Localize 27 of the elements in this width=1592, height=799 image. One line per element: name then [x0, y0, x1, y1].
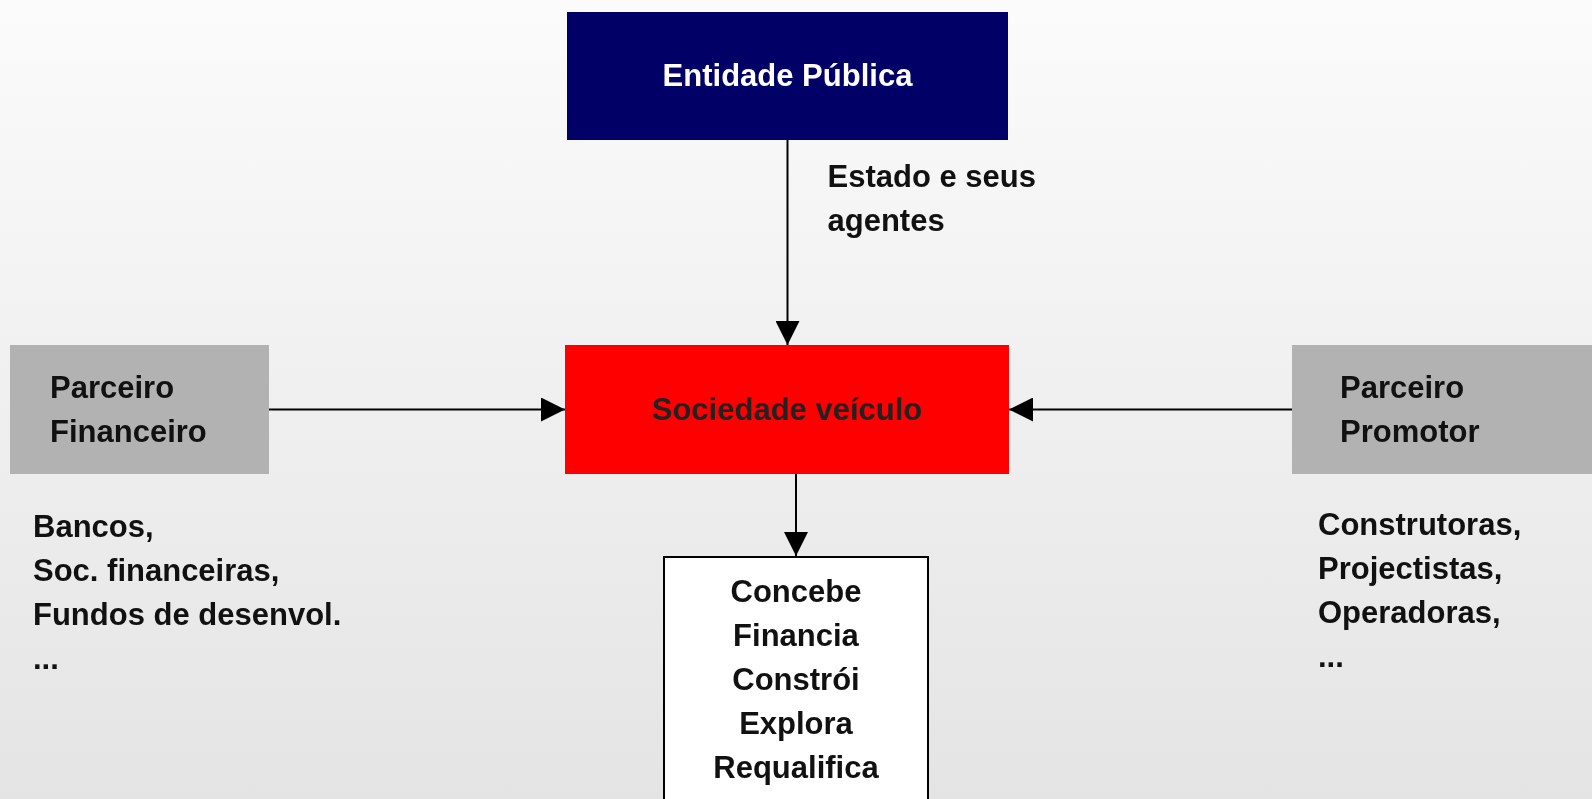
- partner-box: [1292, 345, 1592, 474]
- example-text: Soc. financeiras,: [33, 552, 281, 590]
- arrow: [268, 397, 566, 422]
- arrow: [1008, 397, 1293, 422]
- example-text: ...: [33, 640, 60, 678]
- node-text: Concebe: [730, 573, 862, 611]
- example-text: Fundos de desenvol.: [33, 596, 342, 634]
- partner-box: [10, 345, 269, 474]
- example-text: Construtoras,: [1318, 506, 1522, 544]
- vehicle-box: [565, 345, 1009, 474]
- example-text: Projectistas,: [1318, 550, 1504, 588]
- node-text: Constrói: [732, 661, 860, 699]
- arrow: [775, 139, 800, 346]
- node-text: Explora: [739, 705, 853, 743]
- example-text: Operadoras,: [1318, 594, 1502, 632]
- node-text: Sociedade veículo: [651, 390, 923, 429]
- example-text: Bancos,: [33, 508, 155, 546]
- activities-box: [663, 556, 929, 799]
- edge-label: Estado e seus agentes: [827, 157, 1037, 240]
- arrow: [784, 473, 808, 557]
- example-text: ...: [1318, 638, 1345, 676]
- node-text: Parceiro Promotor: [1340, 368, 1481, 451]
- entity-box: [567, 12, 1008, 140]
- node-text: Parceiro Financeiro: [50, 368, 208, 451]
- node-text: Requalifica: [713, 749, 879, 787]
- node-text: Financia: [733, 617, 859, 655]
- node-text: Entidade Pública: [662, 57, 913, 95]
